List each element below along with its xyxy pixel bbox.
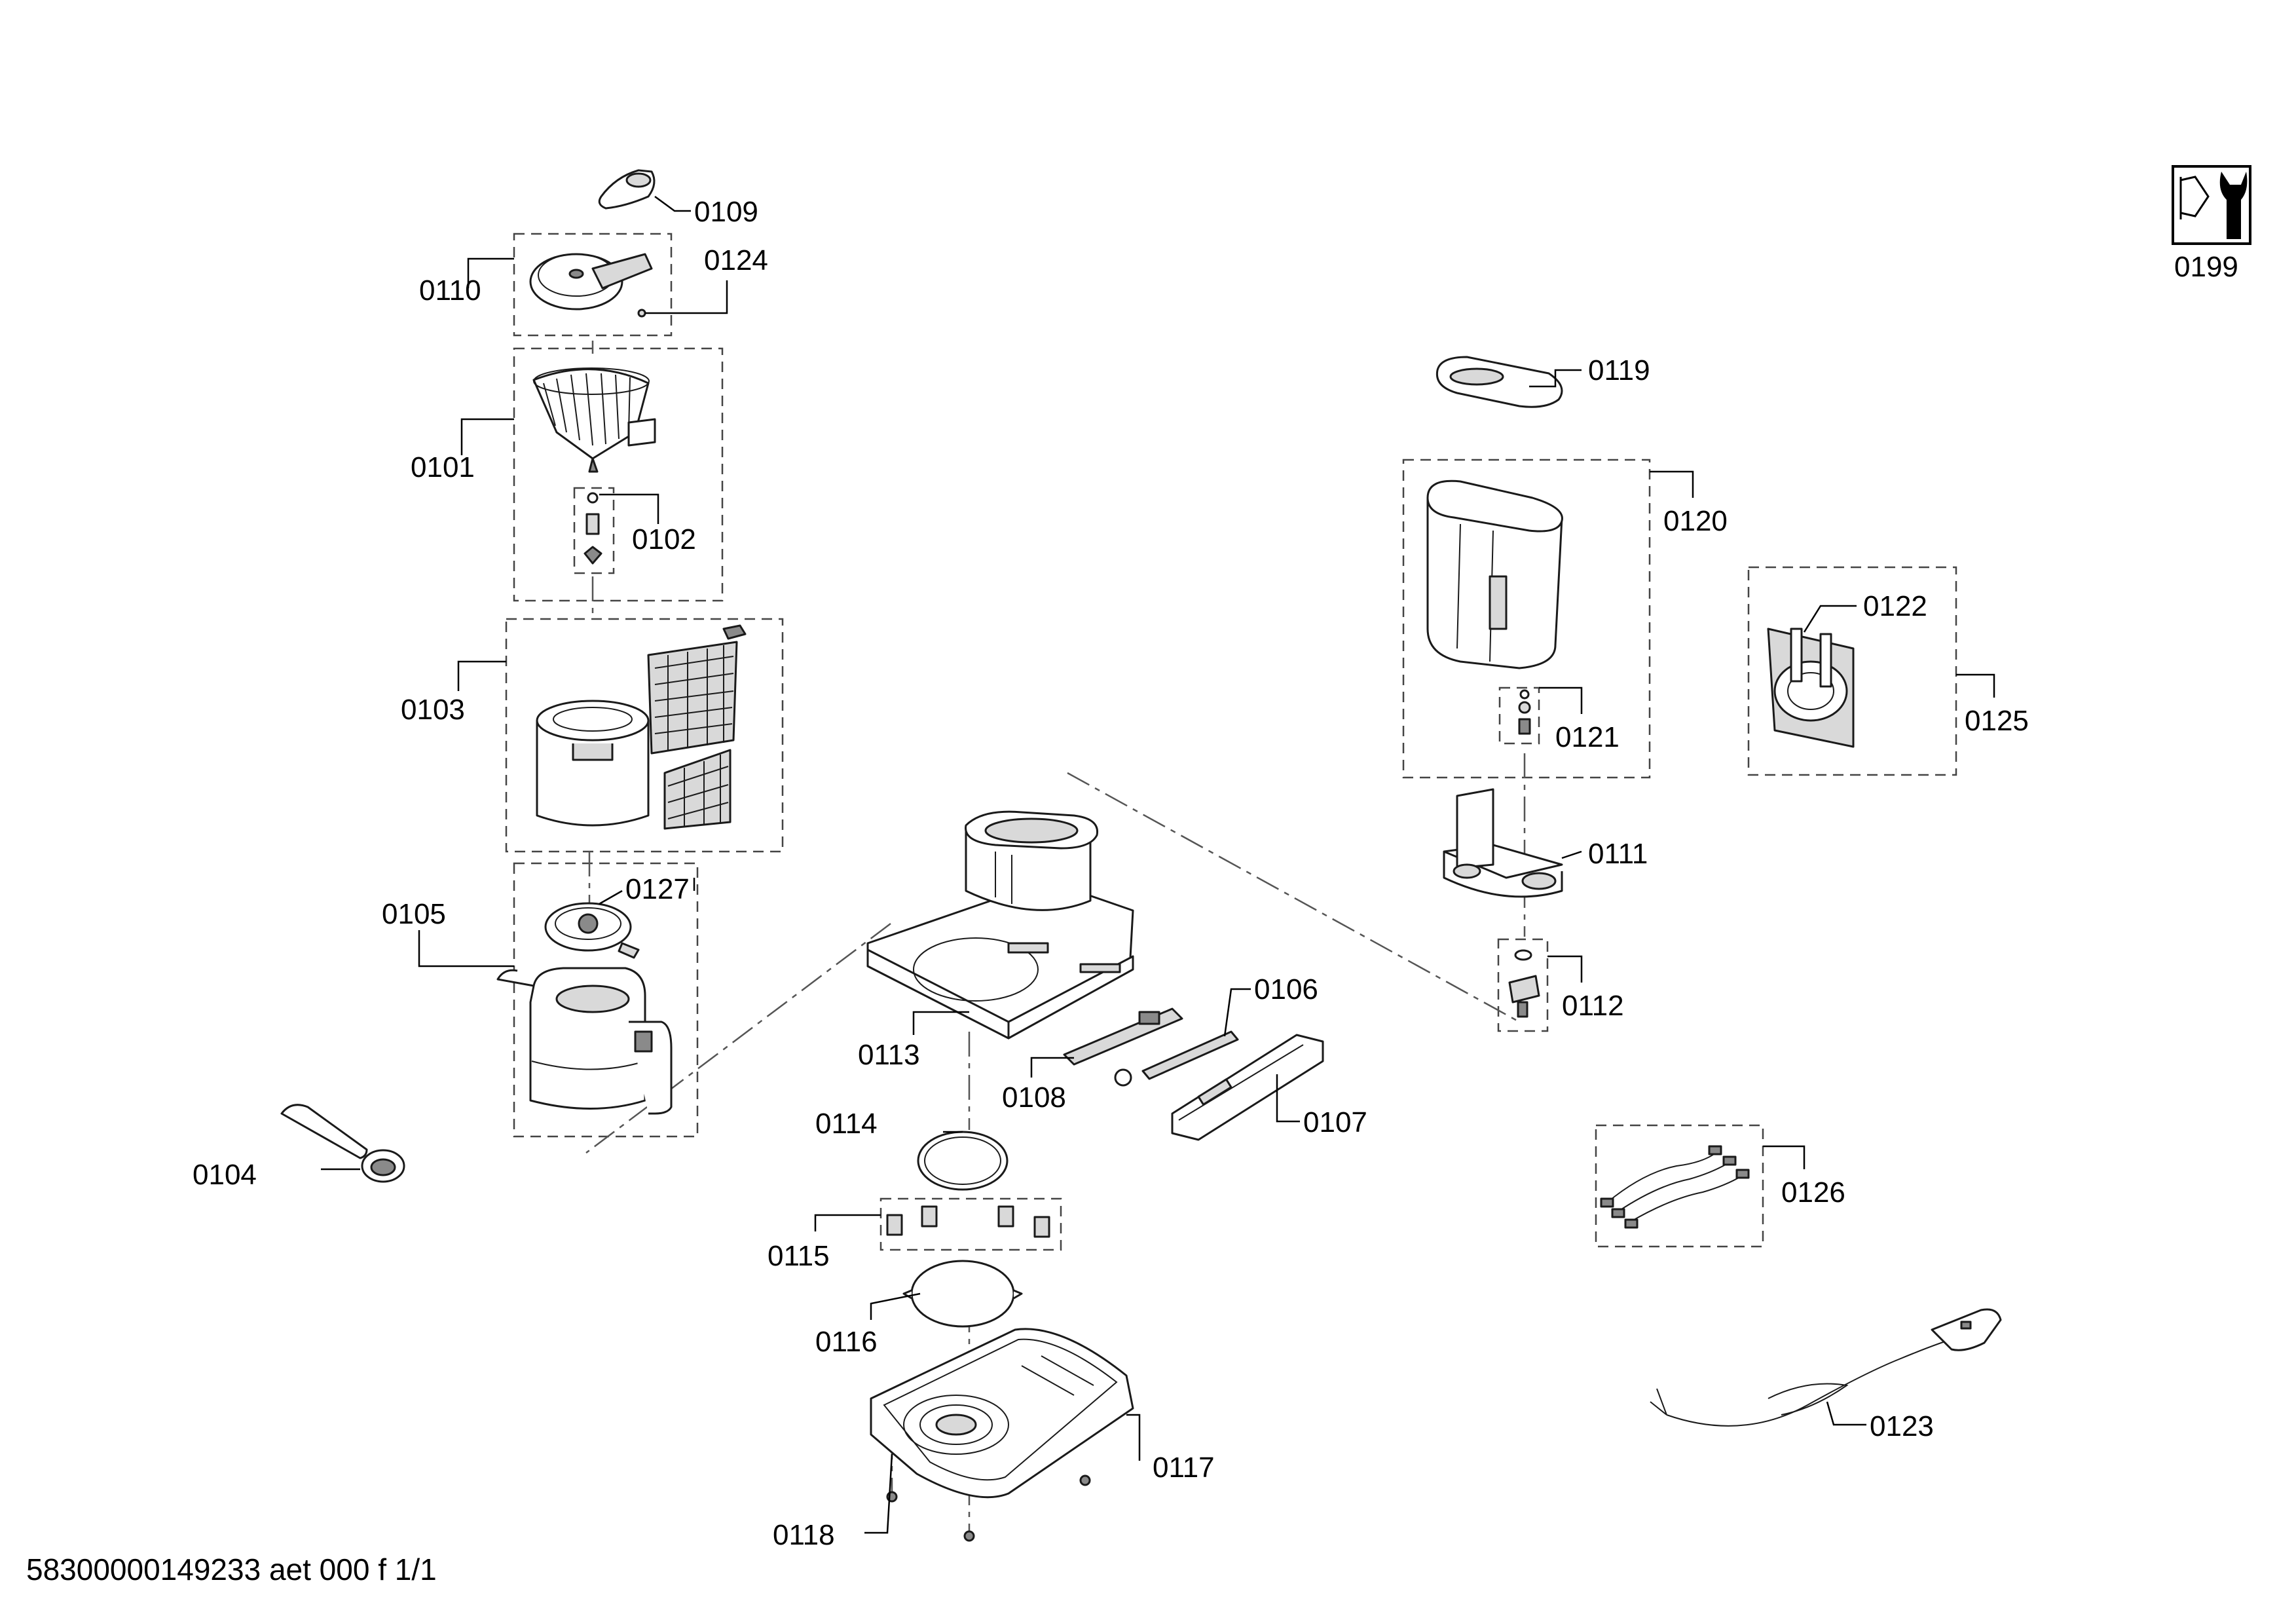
- label-0120: 0120: [1663, 505, 1728, 537]
- part-0108-control-board: [1063, 1007, 1183, 1087]
- label-0104: 0104: [193, 1159, 257, 1191]
- part-0104-measuring-spoon: [280, 1104, 405, 1183]
- label-0106: 0106: [1254, 973, 1318, 1005]
- document-code: 58300000149233 aet 000 f 1/1: [26, 1552, 437, 1586]
- group-box-0115: [880, 1197, 1062, 1251]
- label-0107: 0107: [1303, 1106, 1367, 1138]
- label-0122: 0122: [1863, 590, 1927, 622]
- part-0112-outlet-valve: [1508, 949, 1540, 1018]
- group-box-0105: [513, 862, 699, 1138]
- group-box-0103: [505, 618, 784, 853]
- part-0106-button-strip: [1141, 1030, 1239, 1080]
- group-box-0125: [1747, 566, 1957, 776]
- part-0119-tank-lid: [1435, 356, 1563, 408]
- part-0120-water-tank: [1426, 479, 1563, 669]
- label-0111: 0111: [1588, 838, 1648, 870]
- part-0101-filter-holder: [532, 367, 656, 473]
- label-0103: 0103: [401, 694, 465, 726]
- label-0115: 0115: [768, 1240, 830, 1272]
- part-0107-control-panel: [1171, 1034, 1324, 1141]
- label-0124: 0124: [704, 244, 768, 276]
- service-wrench-icon: [2172, 165, 2251, 245]
- group-box-0126: [1595, 1124, 1764, 1248]
- label-0105: 0105: [382, 898, 446, 930]
- group-box-0102: [573, 487, 615, 574]
- part-0122-heating-element: [1767, 628, 1855, 748]
- group-box-0121: [1498, 686, 1540, 745]
- part-0102-drip-valve: [583, 492, 602, 565]
- label-0117: 0117: [1153, 1452, 1215, 1484]
- label-0127: 0127: [625, 873, 690, 905]
- part-0126-wire-harness: [1600, 1145, 1750, 1229]
- label-0118: 0118: [773, 1519, 835, 1551]
- part-0109-lid-handle: [598, 169, 656, 210]
- group-box-0112: [1497, 938, 1549, 1032]
- leader-lines: [321, 195, 1995, 1534]
- part-0123-power-cord: [1650, 1308, 2002, 1427]
- group-box-0120: [1402, 459, 1651, 779]
- label-0114: 0114: [815, 1108, 878, 1140]
- group-box-0101: [513, 347, 724, 602]
- part-0117-base-plate: [870, 1328, 1134, 1499]
- part-0114-seal-ring: [917, 1131, 1009, 1191]
- label-0108: 0108: [1002, 1081, 1066, 1114]
- label-0126: 0126: [1781, 1176, 1845, 1209]
- label-0102: 0102: [632, 523, 696, 555]
- label-0123: 0123: [1870, 1410, 1934, 1442]
- label-0121: 0121: [1555, 721, 1620, 753]
- label-0101: 0101: [411, 451, 475, 483]
- part-0121-tank-valve: [1518, 689, 1531, 735]
- label-0125: 0125: [1965, 705, 2029, 737]
- part-0116-heat-disc: [902, 1260, 1023, 1328]
- group-box-0110: [513, 233, 673, 337]
- part-0113-main-housing: [866, 810, 1134, 1040]
- part-labels: 0109 0110 0124 0101 0102 0103 0105 0127 …: [193, 196, 2238, 1551]
- part-0115-clips: [886, 1205, 1050, 1238]
- label-0113: 0113: [858, 1039, 920, 1071]
- label-0110: 0110: [419, 274, 481, 307]
- label-0199: 0199: [2174, 251, 2238, 283]
- label-0119: 0119: [1588, 354, 1650, 386]
- part-0110-filter-lid: [529, 253, 653, 318]
- label-0109: 0109: [694, 196, 758, 228]
- part-0103-heater-housing: [536, 624, 747, 830]
- parts: [280, 169, 2002, 1542]
- part-0111-tank-base: [1443, 788, 1563, 898]
- part-0105-glass-jug: [496, 967, 673, 1115]
- label-0116: 0116: [815, 1326, 878, 1358]
- part-0127-jug-lid: [544, 902, 640, 959]
- group-boxes: [505, 233, 1957, 1251]
- label-0112: 0112: [1562, 990, 1624, 1022]
